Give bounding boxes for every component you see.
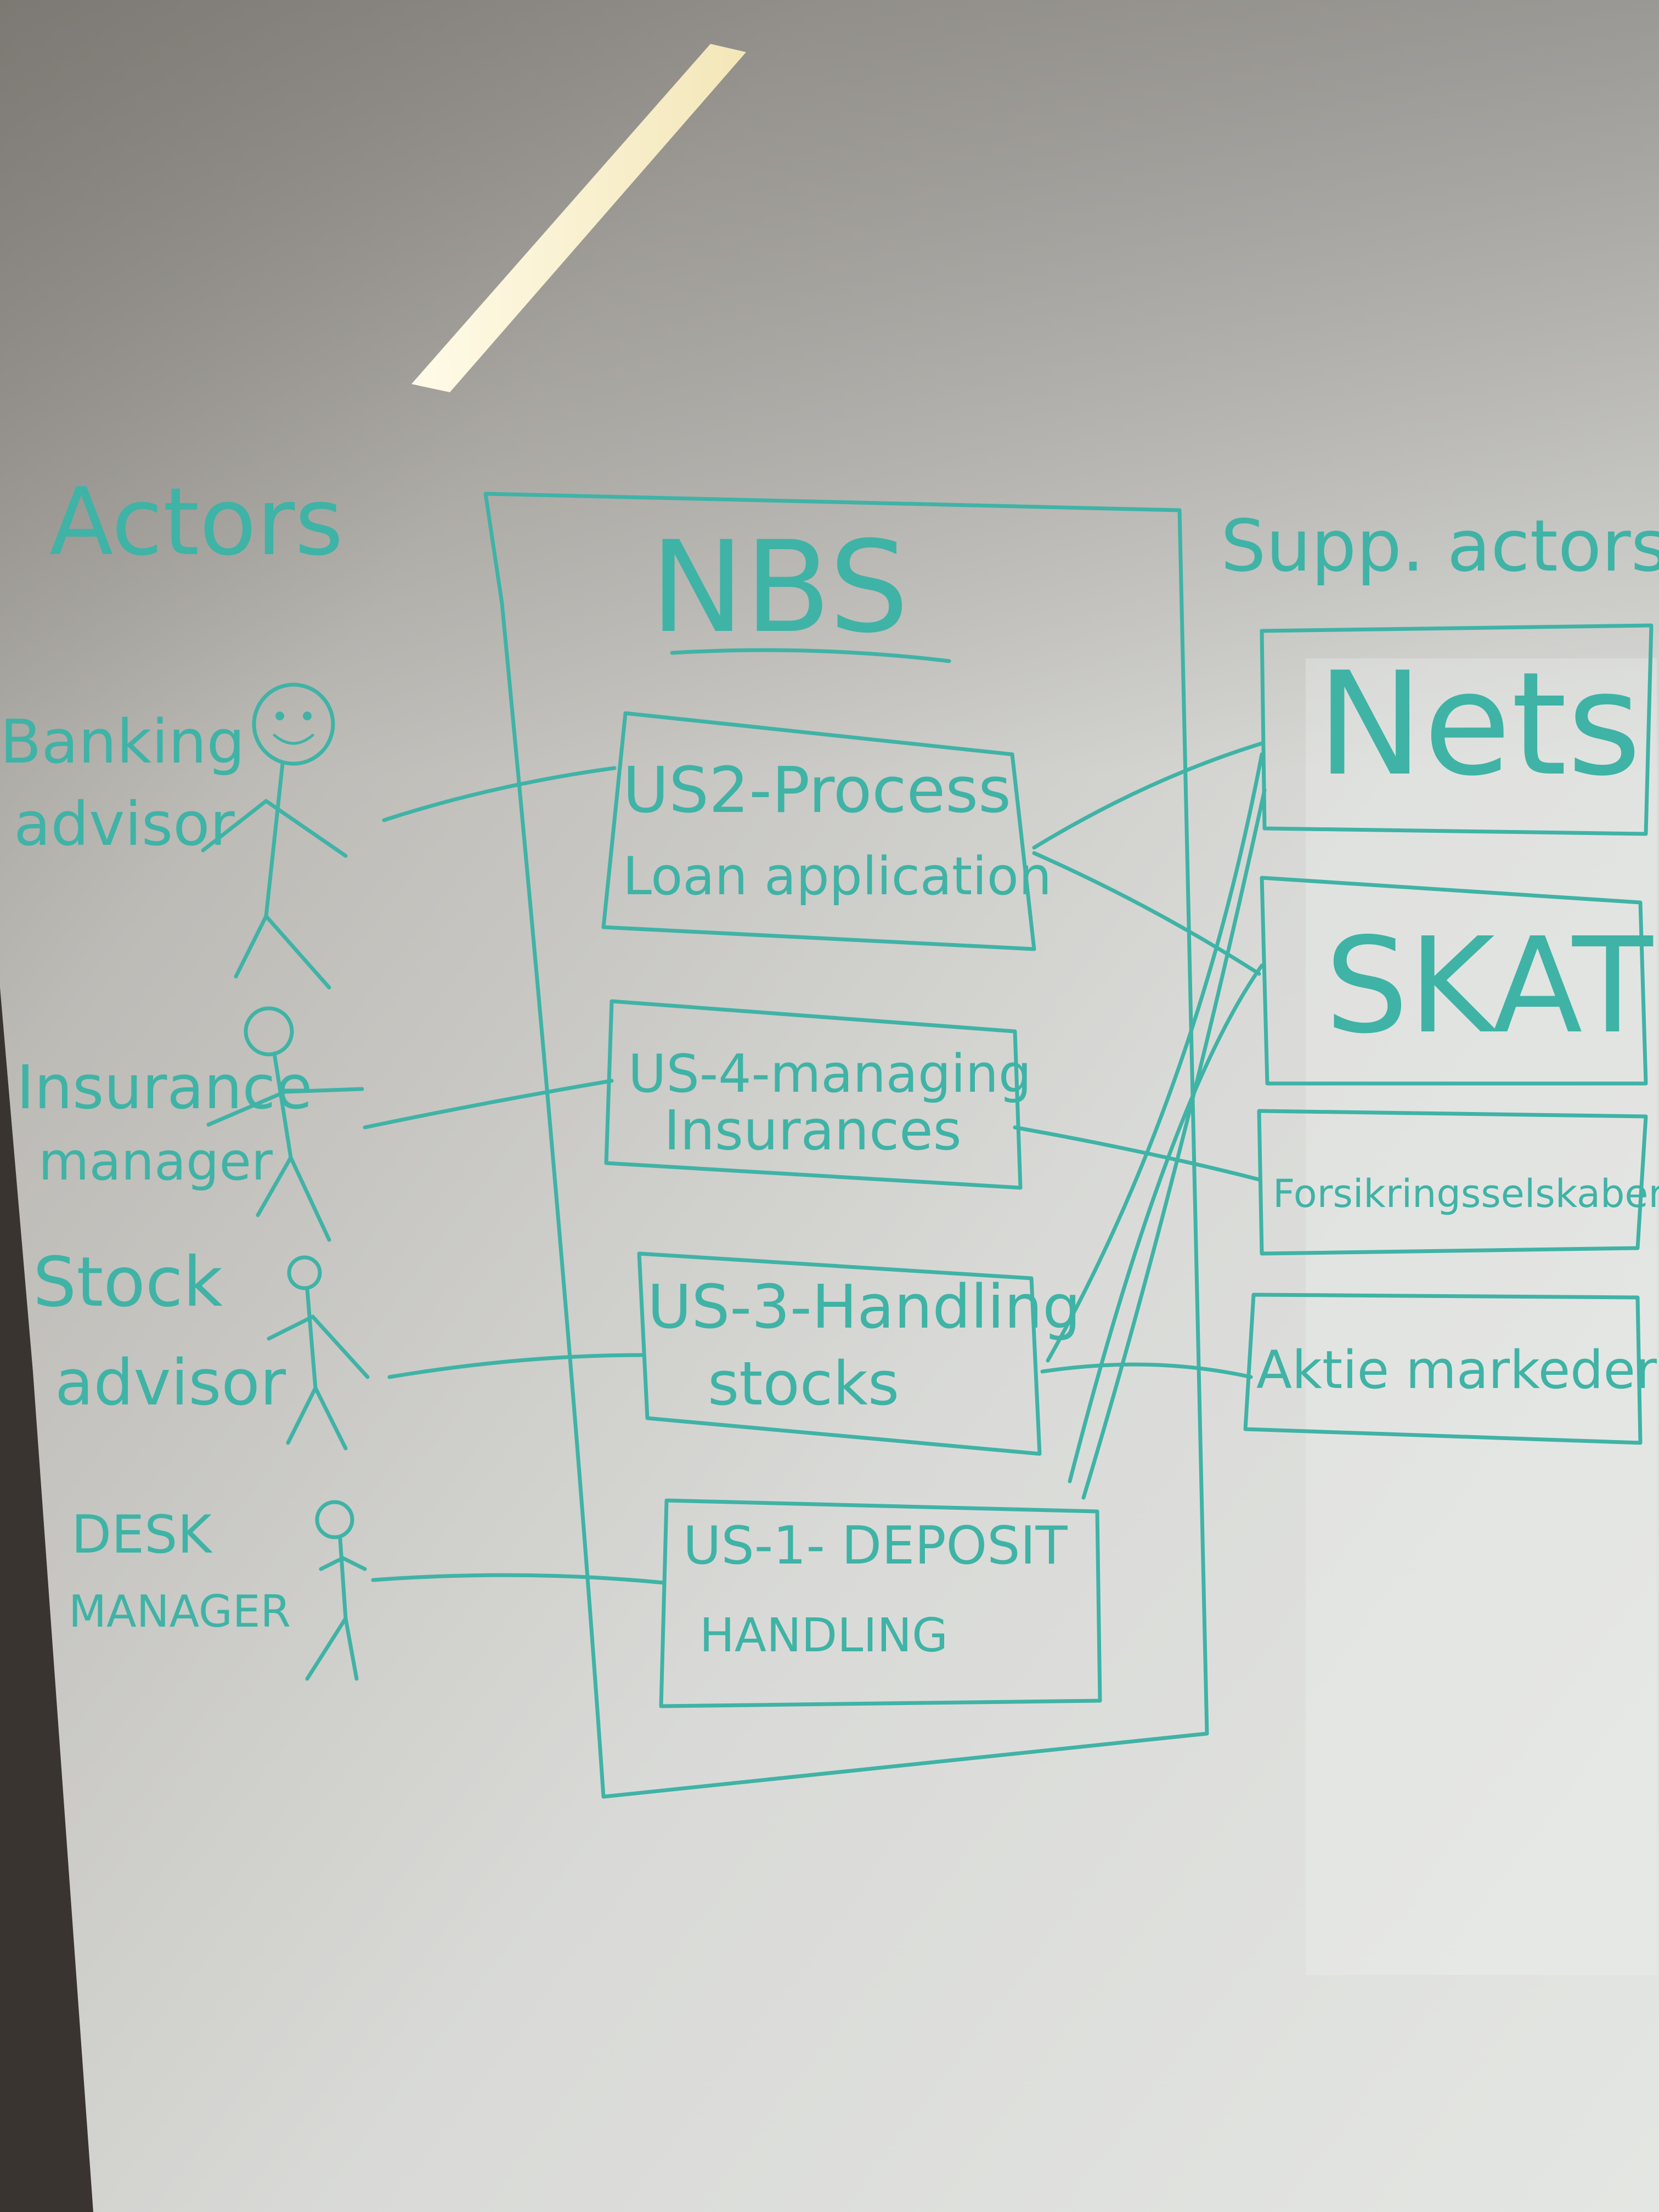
use-case-subtitle: Insurances [664,1098,962,1163]
association-us3-nets [1046,752,1264,1363]
actor-name-line1: Banking [0,707,245,777]
stick-figure-icon [305,1500,367,1681]
association-us2-nets [1032,741,1264,850]
actor-insurance-manager: Insurance manager [16,1006,364,1242]
supporting-actor-skat: SKAT [1260,876,1654,1086]
supporting-actor-nets: Nets [1260,623,1654,836]
use-case-title: US2-Process [623,754,1011,827]
actor-name-line2: manager [38,1132,273,1192]
supporting-actor-aktie-markeder: Aktie markeder [1243,1293,1657,1445]
association-us2-skat [1032,851,1261,976]
association-us1-skat [1068,963,1264,1483]
use-case-subtitle: Loan application [623,847,1052,907]
supporting-actors-heading: Supp. actors [1221,504,1659,588]
supporting-actor-label: Aktie markeder [1256,1340,1657,1401]
actor-name-line2: advisor [14,789,235,859]
actor-name-line1: Insurance [16,1052,313,1122]
use-case-us3-handling-stocks: US-3-Handling stocks [637,1251,1081,1456]
window-reflection [1306,658,1657,1975]
supporting-actor-label: Nets [1317,642,1641,808]
system-boundary [483,492,1209,1799]
actor-name-line1: DESK [71,1505,213,1565]
system-name-underline [670,648,951,663]
supporting-actor-label: Forsikringsselskaber [1273,1171,1659,1216]
association-desk-manager-us1 [371,1573,666,1585]
use-case-us2-process-loan-application: US2-Process Loan application [601,711,1052,951]
association-stock-advisor-us3 [387,1353,644,1379]
use-case-us4-managing-insurances: US-4-managing Insurances [604,999,1031,1190]
association-us4-forsikringsselskaber [1013,1125,1261,1182]
association-lines [363,741,1267,1585]
use-case-title: US-3-Handling [647,1272,1081,1342]
use-case-title: US-1- DEPOSIT [683,1516,1068,1576]
supporting-actor-forsikringsselskaber: Forsikringsselskaber [1257,1109,1659,1256]
actors-heading: Actors [49,468,343,577]
use-case-subtitle: stocks [708,1348,899,1419]
supporting-actor-label: SKAT [1325,909,1654,1063]
stick-figure-icon [267,1255,370,1451]
stick-figure-icon [201,682,348,990]
actor-name-line2: MANAGER [69,1586,291,1637]
actor-desk-manager: DESK MANAGER [69,1500,367,1681]
association-us3-aktie-markeder [1040,1362,1253,1379]
use-case-subtitle: HANDLING [699,1609,948,1663]
system-name: NBS [650,515,909,661]
association-insurance-manager-us4 [363,1079,614,1130]
association-banking-advisor-us2 [382,766,617,822]
stick-figure-icon [206,1006,364,1242]
actor-name-line1: Stock [33,1243,223,1322]
actor-name-line2: advisor [55,1346,286,1420]
use-case-title: US-4-managing [628,1044,1031,1104]
association-us1-nets [1081,788,1267,1500]
actor-banking-advisor: Banking advisor [0,682,348,990]
actor-stock-advisor: Stock advisor [33,1243,370,1451]
use-case-us1-deposit-handling: US-1- DEPOSIT HANDLING [659,1498,1102,1708]
lamp-reflection [411,44,746,392]
